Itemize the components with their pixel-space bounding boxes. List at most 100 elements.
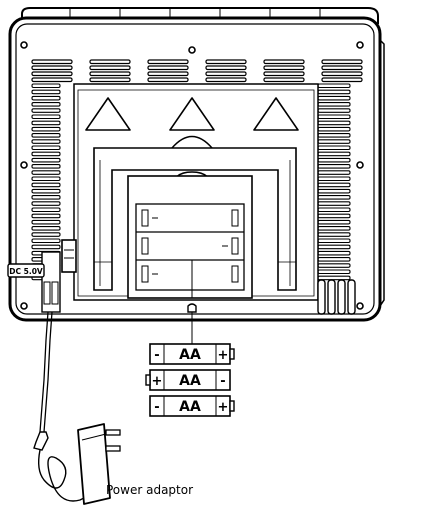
vent-slot bbox=[31, 114, 61, 120]
vent-slot bbox=[31, 232, 61, 237]
vent-slot bbox=[89, 65, 131, 71]
battery-type-label: AA bbox=[179, 373, 201, 389]
screw-holes bbox=[20, 41, 364, 310]
vent-slot bbox=[317, 213, 351, 219]
vent-slot bbox=[31, 89, 61, 95]
screw-top-center bbox=[188, 46, 196, 54]
battery-type-label: AA bbox=[179, 347, 201, 363]
vent-slot bbox=[31, 213, 61, 219]
vent-slot bbox=[31, 219, 61, 225]
vent-slot bbox=[31, 207, 61, 213]
vent-slot bbox=[317, 139, 351, 144]
vent-slot bbox=[317, 226, 351, 231]
vent-slot bbox=[205, 77, 247, 83]
vent-slot bbox=[89, 77, 131, 83]
vent-slot bbox=[263, 65, 305, 71]
battery-polarity-left: + bbox=[152, 374, 163, 389]
wall-mount-holes bbox=[85, 97, 299, 131]
wall-mount-right bbox=[253, 97, 299, 131]
screw-bottom-right bbox=[356, 302, 364, 310]
vent-slot bbox=[31, 226, 61, 231]
vent-slot bbox=[147, 77, 189, 83]
battery-polarity-left: - bbox=[154, 400, 159, 415]
vent-slot bbox=[317, 232, 351, 237]
vent-slot bbox=[31, 120, 61, 126]
vent-slot bbox=[147, 71, 189, 77]
vent-slot bbox=[321, 65, 363, 71]
dc-voltage-text: DC 5.0V bbox=[9, 267, 43, 276]
vent-slot bbox=[31, 157, 61, 163]
vent-slot bbox=[31, 126, 61, 132]
screw-top-left bbox=[20, 41, 28, 49]
vent-slot bbox=[317, 257, 351, 262]
vent-slot bbox=[317, 170, 351, 175]
wall-mount-center bbox=[169, 97, 215, 131]
vent-slot bbox=[317, 188, 351, 194]
vent-slot bbox=[31, 244, 61, 250]
top-vent-slots bbox=[31, 59, 363, 83]
vent-slot bbox=[321, 71, 363, 77]
aa-battery: -AA+ bbox=[149, 395, 235, 417]
vent-slot bbox=[31, 238, 61, 244]
vent-slot bbox=[317, 151, 351, 157]
vent-slot bbox=[317, 269, 351, 275]
vent-slot bbox=[317, 89, 351, 95]
vent-slot bbox=[205, 59, 247, 65]
vent-slot bbox=[205, 71, 247, 77]
vent-slot bbox=[317, 219, 351, 225]
vent-slot bbox=[31, 201, 61, 206]
vent-slot bbox=[321, 59, 363, 65]
battery-type-label: AA bbox=[179, 399, 201, 415]
vent-slot bbox=[31, 182, 61, 188]
vent-slot bbox=[263, 71, 305, 77]
vent-slot bbox=[31, 145, 61, 151]
vent-slot bbox=[317, 263, 351, 268]
stand-frame bbox=[93, 147, 297, 291]
vent-slot bbox=[317, 182, 351, 188]
vent-slot bbox=[317, 126, 351, 132]
vent-slot bbox=[321, 77, 363, 83]
vent-slot bbox=[317, 157, 351, 163]
battery-polarity-left: - bbox=[154, 348, 159, 363]
vent-slot bbox=[31, 77, 73, 83]
vent-slot bbox=[317, 244, 351, 250]
vent-slot bbox=[317, 145, 351, 151]
vent-slot bbox=[31, 108, 61, 113]
dc-voltage-label: DC 5.0V bbox=[7, 263, 45, 278]
vent-slot bbox=[317, 102, 351, 107]
screw-mid-left bbox=[20, 161, 28, 169]
vent-slot bbox=[317, 108, 351, 113]
vent-slot bbox=[317, 164, 351, 169]
vent-slot bbox=[31, 188, 61, 194]
vent-slot bbox=[205, 65, 247, 71]
vent-slot bbox=[31, 151, 61, 157]
vent-slot bbox=[31, 59, 73, 65]
vent-slot bbox=[317, 275, 351, 281]
vent-slot bbox=[31, 95, 61, 101]
vent-slot bbox=[317, 176, 351, 182]
vent-slot bbox=[317, 201, 351, 206]
stand-hinge bbox=[171, 135, 213, 149]
vent-slot bbox=[317, 195, 351, 200]
vent-slot bbox=[317, 83, 351, 89]
vent-slot bbox=[317, 207, 351, 213]
screw-mid-right bbox=[356, 161, 364, 169]
vent-slot bbox=[31, 176, 61, 182]
screw-bottom-left bbox=[20, 302, 28, 310]
aa-battery: +AA- bbox=[145, 369, 231, 391]
vent-slot bbox=[31, 71, 73, 77]
vent-slot bbox=[317, 120, 351, 126]
wall-mount-left bbox=[85, 97, 131, 131]
vent-slot bbox=[317, 95, 351, 101]
vent-slot bbox=[263, 77, 305, 83]
vent-slot bbox=[317, 133, 351, 138]
compartment-latch bbox=[187, 303, 197, 313]
vent-slot bbox=[31, 83, 61, 89]
vent-slot bbox=[317, 250, 351, 256]
aa-batteries: -AA++AA--AA+ bbox=[145, 343, 235, 417]
vent-slot bbox=[31, 133, 61, 138]
battery-compartment bbox=[127, 175, 253, 299]
screw-top-right bbox=[356, 41, 364, 49]
vent-slot bbox=[317, 238, 351, 244]
power-adaptor-label: Power adaptor bbox=[106, 483, 193, 497]
